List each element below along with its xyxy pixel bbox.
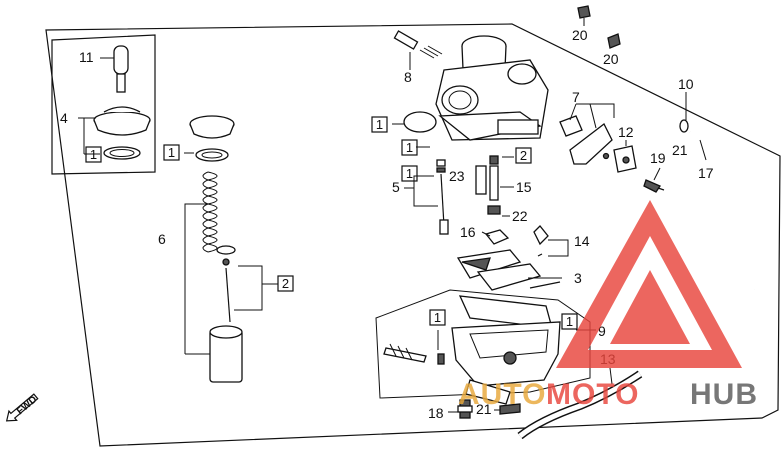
inset-frame: [51, 34, 156, 175]
part-label: 1: [90, 147, 97, 162]
part-clip-21-bottom: [499, 403, 521, 415]
box-label-1-jet-a: 1: [401, 139, 418, 156]
fwd-arrow: FWD: [5, 393, 39, 422]
part-number-21-bottom: 21: [476, 401, 492, 417]
part-label: 1: [376, 117, 383, 132]
part-label: 1: [566, 314, 573, 329]
part-number-22: 22: [512, 208, 528, 224]
watermark-text-auto: AUTO: [458, 378, 546, 411]
part-label: 1: [168, 145, 175, 160]
part-number-19: 19: [650, 150, 666, 166]
part-screw-20-top: [577, 5, 591, 19]
part-number-23: 23: [449, 168, 465, 184]
part-drain-screw: [457, 399, 473, 419]
watermark-logo: AUTO MOTO HUB: [458, 200, 758, 411]
box-label-1-bowl-left: 1: [429, 309, 446, 326]
box-label-1-bowl-right: 1: [561, 313, 578, 330]
part-number-6: 6: [158, 231, 166, 247]
part-number-12: 12: [618, 124, 634, 140]
part-label: 2: [520, 148, 527, 163]
part-cap-assembly: [93, 45, 151, 160]
box-label-1-inset: 1: [85, 146, 102, 163]
part-number-20-right: 20: [603, 51, 619, 67]
part-carburetor-body: [435, 35, 549, 141]
diagram-frame: [45, 23, 781, 447]
part-label: 1: [434, 310, 441, 325]
part-number-16: 16: [460, 224, 476, 240]
part-label: 1: [406, 140, 413, 155]
part-number-14: 14: [574, 233, 590, 249]
watermark-text-moto: MOTO: [546, 378, 639, 411]
part-number-8: 8: [404, 69, 412, 85]
part-number-17: 17: [698, 165, 714, 181]
part-label: 2: [282, 276, 289, 291]
part-number-10: 10: [678, 76, 694, 92]
part-screw-8: [393, 30, 443, 59]
part-slide-assembly: [189, 115, 243, 383]
box-label-1-jet-b: 1: [401, 165, 418, 182]
part-o-ring-1: [403, 111, 437, 133]
part-number-20-top: 20: [572, 27, 588, 43]
part-vent-tube: [679, 119, 756, 291]
part-screw-20-right: [607, 33, 621, 49]
part-number-11: 11: [79, 49, 94, 65]
part-number-5: 5: [392, 179, 400, 195]
part-number-3: 3: [574, 270, 582, 286]
part-choke-lever: [559, 115, 637, 173]
part-jets: [436, 155, 510, 245]
part-float: [456, 225, 561, 291]
part-number-18: 18: [428, 405, 444, 421]
part-number-7: 7: [572, 89, 580, 105]
part-number-15: 15: [516, 179, 532, 195]
part-number-9: 9: [598, 323, 606, 339]
part-drain-tube: [517, 370, 643, 440]
part-label: 1: [406, 166, 413, 181]
box-label-1-left: 1: [163, 144, 180, 161]
part-screw-19: [643, 179, 665, 193]
box-label-2-jet: 2: [515, 147, 532, 164]
box-label-2-left: 2: [277, 275, 294, 292]
box-label-1-oring: 1: [371, 116, 388, 133]
watermark-text-hub: HUB: [690, 378, 758, 411]
part-float-bowl: [383, 295, 561, 405]
part-number-21-top: 21: [672, 142, 688, 158]
part-number-4: 4: [60, 110, 68, 126]
watermark-triangle: [556, 200, 742, 368]
